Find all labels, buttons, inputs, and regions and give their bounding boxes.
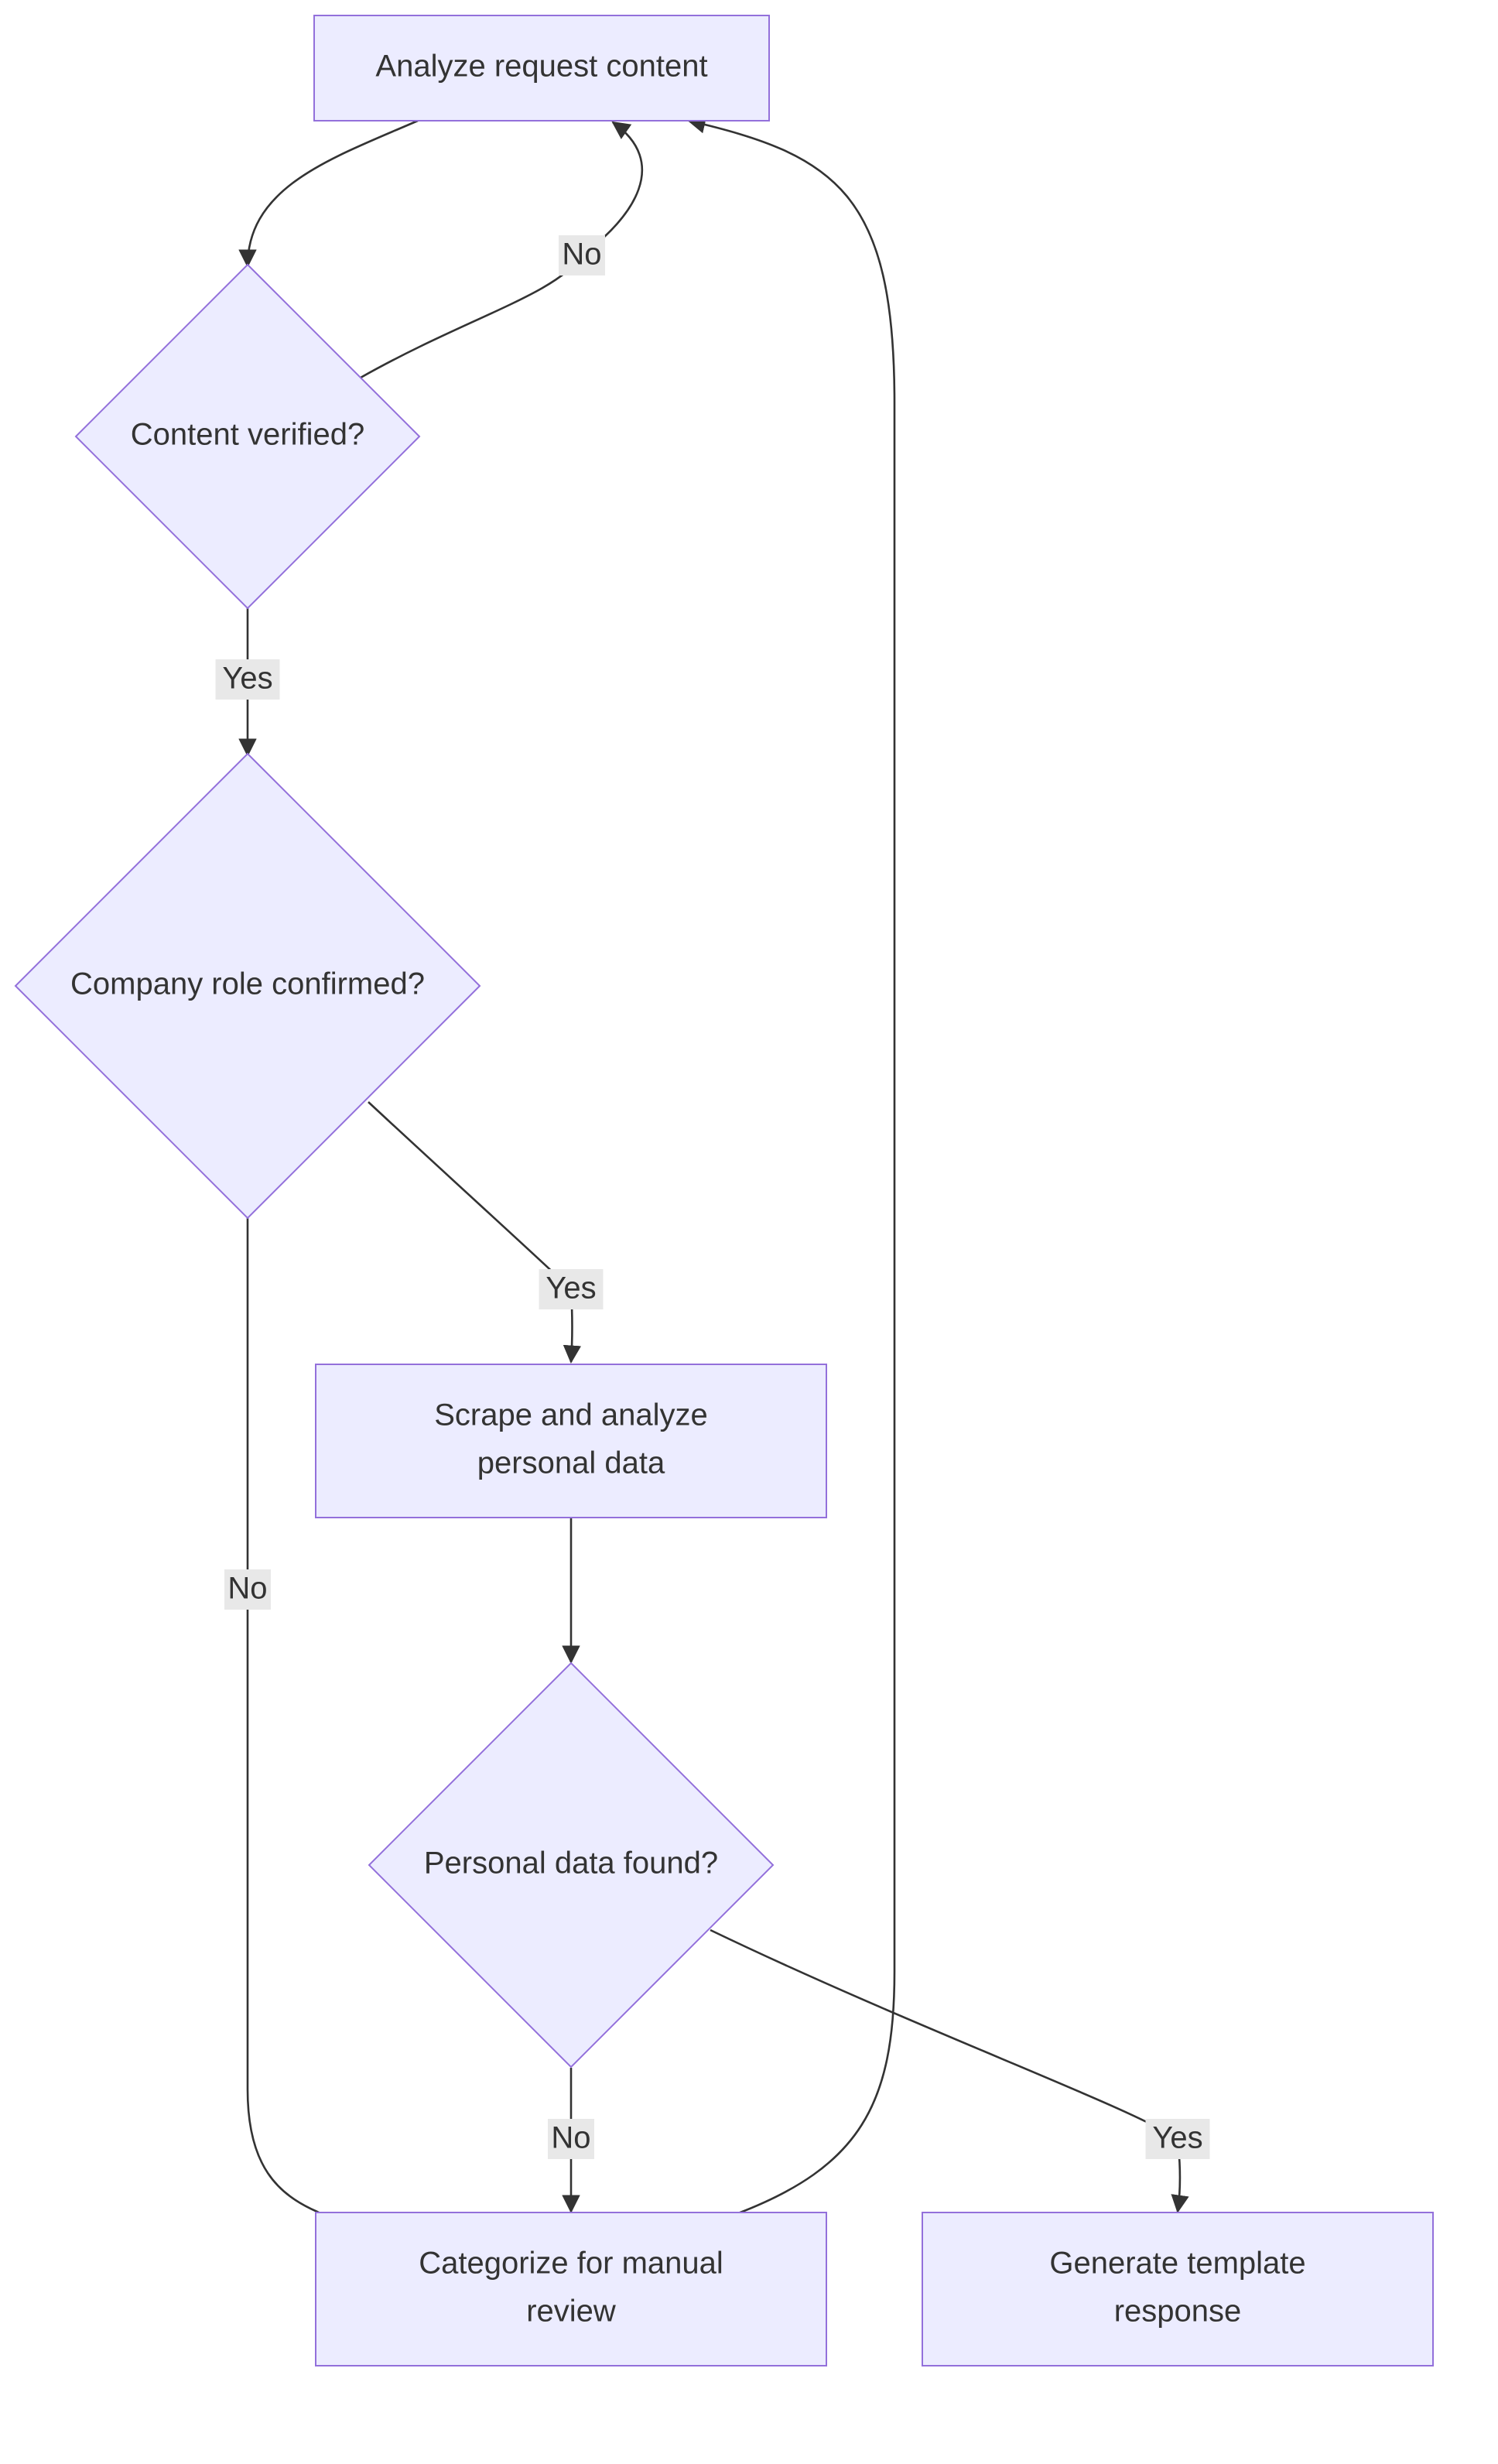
node-analyze-box [313, 15, 770, 121]
edge-label-found-to-manual: No [548, 2119, 594, 2159]
edge-label-background [224, 1569, 271, 1610]
edge-label-background [539, 1269, 604, 1309]
node-template: Generate template response [922, 2212, 1434, 2366]
edge-label-verified-to-analyze: No [559, 235, 605, 275]
edges-layer [238, 115, 1189, 2233]
node-manual: Categorize for manual review [315, 2212, 827, 2366]
node-analyze: Analyze request content [313, 15, 770, 121]
edge-label-found-to-template: Yes [1145, 2119, 1210, 2159]
node-verified-label-line-1: Content verified? [131, 418, 364, 452]
edge-label-role-to-manual: No [224, 1569, 271, 1610]
edge-label-text: No [227, 1572, 267, 1606]
edge-label-verified-to-role: Yes [215, 659, 280, 700]
edge-label-role-to-scrape: Yes [539, 1269, 604, 1309]
node-verified-diamond [74, 263, 421, 610]
node-role-label-line-1: Company role confirmed? [70, 967, 425, 1001]
edge-found-to-template [710, 1928, 1189, 2213]
node-manual-label-line-2: review [526, 2295, 616, 2329]
node-scrape: Scrape and analyze personal data [315, 1364, 827, 1518]
node-found-diamond [368, 1661, 775, 2069]
node-verified: Content verified? [74, 263, 421, 610]
node-scrape-label-line-1: Scrape and analyze [434, 1398, 708, 1432]
node-role-diamond [14, 752, 481, 1220]
edge-analyze-to-verified [238, 119, 419, 268]
edge-label-background [559, 235, 605, 275]
edge-label-text: Yes [1152, 2121, 1202, 2155]
node-manual-label-line-1: Categorize for manual [419, 2247, 723, 2281]
edge-role-to-scrape [368, 1101, 582, 1364]
edge-manual-to-analyze [687, 115, 896, 2215]
node-manual-box [315, 2212, 827, 2366]
edge-label-text: Yes [222, 662, 272, 696]
edge-label-text: No [551, 2121, 590, 2155]
node-template-label-line-2: response [1114, 2295, 1242, 2329]
edge-label-text: No [562, 238, 601, 272]
edge-label-background [548, 2119, 594, 2159]
node-template-label-line-1: Generate template [1049, 2247, 1305, 2281]
node-found: Personal data found? [368, 1661, 775, 2069]
edge-label-text: Yes [546, 1271, 596, 1306]
node-scrape-label-line-2: personal data [477, 1446, 665, 1480]
node-analyze-label-line-1: Analyze request content [375, 50, 707, 84]
node-template-box [922, 2212, 1434, 2366]
node-found-label-line-1: Personal data found? [424, 1846, 718, 1881]
edge-label-background [215, 659, 280, 700]
node-role: Company role confirmed? [14, 752, 481, 1220]
edge-label-background [1145, 2119, 1210, 2159]
node-scrape-box [315, 1364, 827, 1518]
